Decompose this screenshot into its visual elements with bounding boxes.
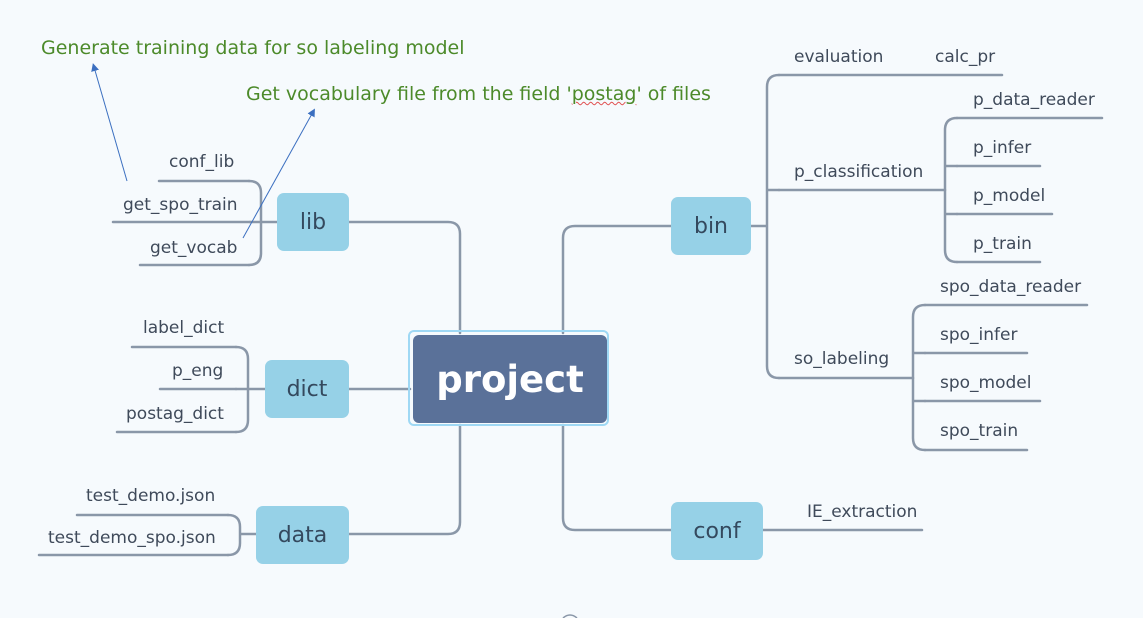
subtopic-p-classification[interactable]: p_classification (794, 162, 924, 182)
connector-data-bracket (226, 513, 258, 557)
subtopic-p-eng[interactable]: p_eng (172, 361, 224, 381)
connector-dict-bracket (234, 345, 267, 434)
subtopic-get-spo-train[interactable]: get_spo_train (123, 195, 238, 215)
connector-so-labeling-bracket (911, 303, 927, 452)
topic-lib[interactable]: lib (277, 193, 349, 251)
arrow-spo-train-note (91, 63, 128, 182)
note-get-vocabulary: Get vocabulary file from the field 'post… (246, 83, 711, 105)
subtopic-conf-lib[interactable]: conf_lib (169, 152, 235, 172)
subtopic-ie-extraction[interactable]: IE_extraction (807, 502, 918, 522)
subtopic-spo-data-reader[interactable]: spo_data_reader (940, 277, 1082, 297)
subtopic-get-vocab[interactable]: get_vocab (150, 238, 238, 258)
note-arrows (91, 63, 315, 239)
connector-project-data (347, 423, 462, 536)
connector-p-classification-bracket (943, 116, 959, 264)
topic-data-label: data (277, 522, 328, 548)
note-generate-training-data: Generate training data for so labeling m… (41, 37, 465, 59)
connector-bin-bracket (749, 73, 781, 380)
central-node[interactable]: project (413, 335, 607, 423)
note-vocab-text-end: ' of files (636, 83, 711, 105)
topic-dict[interactable]: dict (265, 360, 349, 418)
partial-circle-mark (562, 614, 578, 618)
connector-project-lib (347, 220, 462, 335)
subtopic-spo-model[interactable]: spo_model (940, 373, 1032, 393)
note-vocab-text-start: Get vocabulary file from the field ' (246, 83, 572, 105)
topic-lib-label: lib (299, 209, 327, 235)
topic-conf-label: conf (693, 518, 741, 544)
subtopic-postag-dict[interactable]: postag_dict (126, 404, 224, 424)
subtopic-p-data-reader[interactable]: p_data_reader (973, 90, 1095, 110)
topic-bin[interactable]: bin (671, 197, 751, 255)
subtopic-so-labeling[interactable]: so_labeling (794, 349, 890, 369)
subtopic-p-model[interactable]: p_model (973, 186, 1046, 206)
subtopic-p-train[interactable]: p_train (973, 234, 1032, 254)
topic-data[interactable]: data (256, 506, 349, 564)
subtopic-evaluation[interactable]: evaluation (794, 47, 884, 67)
central-node-label: project (436, 357, 584, 401)
topic-conf[interactable]: conf (671, 502, 763, 560)
subtopic-p-infer[interactable]: p_infer (973, 138, 1032, 158)
subtopic-calc-pr[interactable]: calc_pr (935, 47, 996, 67)
note-vocab-postag-word: postag (571, 83, 637, 105)
subtopic-test-demo-json[interactable]: test_demo.json (86, 486, 216, 506)
topic-dict-label: dict (286, 376, 328, 402)
connector-project-bin (561, 224, 674, 335)
arrow-vocab-note (242, 108, 315, 239)
subtopic-label-dict[interactable]: label_dict (143, 318, 225, 338)
connector-lib-bracket (247, 179, 280, 267)
subtopic-spo-train[interactable]: spo_train (940, 421, 1019, 441)
connector-project-conf (561, 423, 674, 532)
topic-bin-label: bin (693, 213, 729, 239)
central-node-selection-border (408, 330, 609, 426)
subtopic-test-demo-spo-json[interactable]: test_demo_spo.json (48, 528, 216, 548)
subtopic-spo-infer[interactable]: spo_infer (940, 325, 1018, 345)
connector-lines (37, 73, 1104, 557)
